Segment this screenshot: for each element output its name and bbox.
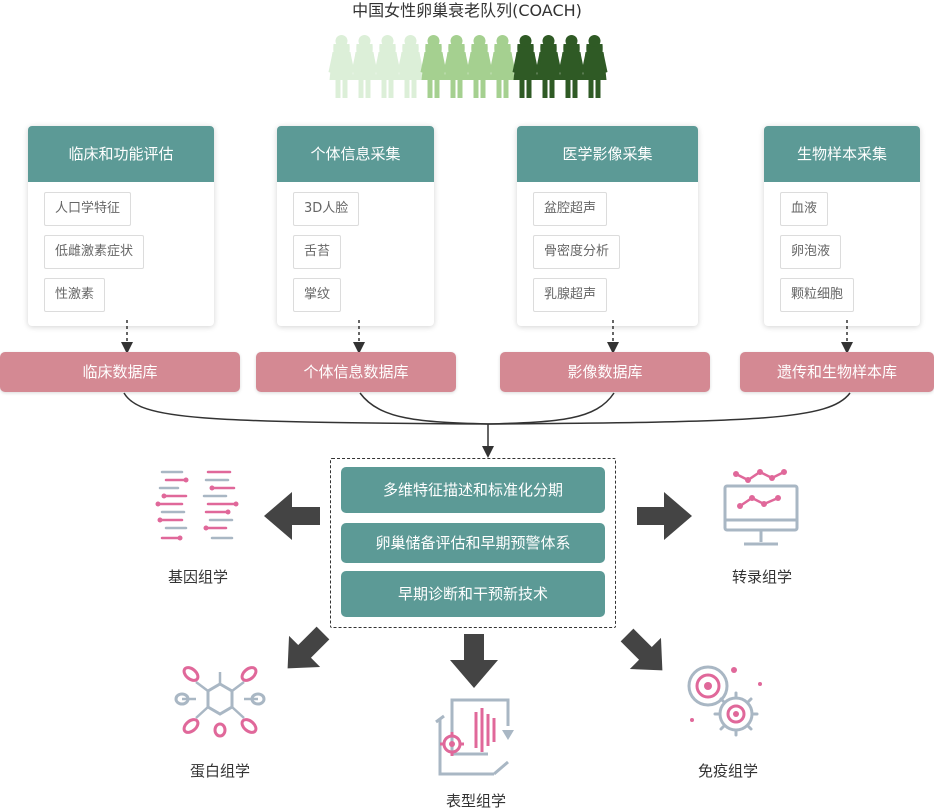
arrow-right [637, 492, 692, 540]
database-imaging: 影像数据库 [500, 352, 710, 392]
card-item: 掌纹 [293, 278, 342, 312]
card-item: 舌苔 [293, 235, 342, 269]
protein-network-icon [174, 666, 266, 738]
merge-curve [123, 392, 489, 425]
monitor-icon [723, 469, 799, 546]
card-personal-info: 个体信息采集 3D人脸 舌苔 掌纹 [277, 126, 434, 326]
person-icon [443, 35, 470, 98]
arrow-down-left [287, 626, 330, 669]
card-item: 盆腔超声 [533, 192, 608, 226]
card-imaging: 医学影像采集 盆腔超声 骨密度分析 乳腺超声 [517, 126, 698, 326]
card-item: 血液 [780, 192, 829, 226]
card-item: 3D人脸 [293, 192, 360, 226]
card-item: 骨密度分析 [533, 235, 621, 269]
card-item: 颗粒细胞 [780, 278, 855, 312]
person-icon [581, 35, 608, 98]
card-title: 医学影像采集 [517, 126, 698, 182]
transcriptomics-label: 转录组学 [731, 568, 792, 586]
card-biosample: 生物样本采集 血液 卵泡液 颗粒细胞 [764, 126, 920, 326]
arrow-down [450, 634, 498, 688]
genomics-label: 基因组学 [167, 568, 228, 586]
person-icon [328, 35, 355, 98]
goal-bar: 卵巢储备评估和早期预警体系 [341, 523, 605, 563]
person-icon [512, 35, 539, 98]
merge-curve [359, 392, 489, 425]
person-icon [374, 35, 401, 98]
goal-bar: 多维特征描述和标准化分期 [341, 467, 605, 513]
dna-icon [155, 470, 239, 541]
card-item: 性激素 [44, 278, 106, 312]
page-title: 中国女性卵巢衰老队列(COACH) [352, 1, 582, 20]
card-item: 卵泡液 [780, 235, 842, 269]
arrow-left [264, 492, 320, 540]
arrow-down-right [620, 628, 663, 671]
database-biobank: 遗传和生物样本库 [740, 352, 934, 392]
card-clinical: 临床和功能评估 人口学特征 低雌激素症状 性激素 [28, 126, 214, 326]
card-title: 临床和功能评估 [28, 126, 214, 182]
database-personal-info: 个体信息数据库 [256, 352, 456, 392]
card-item: 人口学特征 [44, 192, 132, 226]
person-icon [351, 35, 378, 98]
immunomics-label: 免疫组学 [697, 762, 758, 780]
person-icon [535, 35, 562, 98]
person-icon [558, 35, 585, 98]
card-item: 低雌激素症状 [44, 235, 145, 269]
merge-curve [487, 392, 851, 425]
card-item: 乳腺超声 [533, 278, 608, 312]
proteomics-label: 蛋白组学 [189, 762, 250, 780]
immune-cell-icon [687, 665, 762, 737]
people-row [328, 35, 608, 98]
phenotype-cycle-icon [435, 698, 514, 776]
database-clinical: 临床数据库 [0, 352, 240, 392]
card-title: 个体信息采集 [277, 126, 434, 182]
person-icon [397, 35, 424, 98]
goal-bar: 早期诊断和干预新技术 [341, 571, 605, 617]
phenomics-label: 表型组学 [445, 792, 506, 810]
card-title: 生物样本采集 [764, 126, 920, 182]
center-goals-box: 多维特征描述和标准化分期 卵巢储备评估和早期预警体系 早期诊断和干预新技术 [330, 458, 616, 628]
